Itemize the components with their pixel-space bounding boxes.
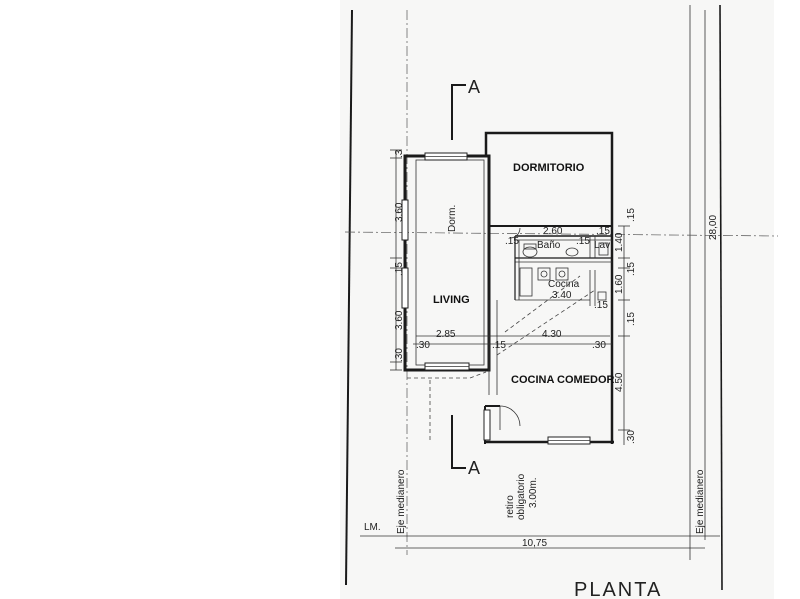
dim-total-width: 10,75 [522, 538, 547, 549]
planta-title: PLANTA [574, 579, 662, 599]
room-dorm-small: Dorm. [447, 205, 458, 232]
dim-right-450: 4.50 [614, 372, 625, 392]
dim-width-comedor: 4.30 [542, 329, 562, 340]
retiro-line-3: 3.00m. [528, 477, 539, 508]
lot-boundaries [344, 4, 779, 591]
room-lav: Lav [594, 240, 610, 251]
dim-cocina-340: 3.40 [552, 290, 572, 301]
dim-bano-wall-mid: .15 [576, 236, 590, 247]
room-bano: Baño [537, 240, 561, 251]
lm-label: LM. [364, 522, 381, 533]
section-a-top: A [468, 77, 480, 97]
room-cocina-comedor: COCINA COMEDOR [511, 374, 615, 386]
dim-cocina-15: .15 [594, 300, 608, 311]
dim-right-top: .15 [626, 208, 637, 222]
dim-right-15b: .15 [626, 262, 637, 276]
eje-medianero-left: Eje medianero [396, 469, 407, 534]
dim-top-thin: .3 [394, 149, 405, 158]
dim-left-mid: .15 [394, 262, 405, 276]
eje-medianero-right: Eje medianero [695, 469, 706, 534]
projection-lines [407, 275, 596, 440]
dim-right-160: 1.60 [614, 274, 625, 294]
doors [499, 227, 521, 430]
room-cocina: Cocina [548, 279, 580, 290]
dim-width-living: 2.85 [436, 329, 456, 340]
dim-bano-wall-top: .15 [596, 226, 610, 237]
dim-left-upper: 3.60 [394, 202, 405, 222]
bathroom-fixtures [522, 242, 609, 258]
dim-bano-width: 2.60 [543, 226, 563, 237]
dim-bano-wall-left: .15 [505, 236, 519, 247]
room-dormitorio: DORMITORIO [513, 162, 585, 174]
dim-wall-right: .30 [592, 340, 606, 351]
dim-left-lower: 3.60 [394, 310, 405, 330]
section-a-bottom: A [468, 458, 480, 478]
retiro-line-1: retiro [505, 495, 516, 518]
dim-wall-left: .30 [416, 340, 430, 351]
retiro-line-2: obligatorio [516, 473, 527, 520]
dim-right-15c: .15 [626, 312, 637, 326]
windows [401, 152, 591, 445]
dim-right-30: .30 [626, 430, 637, 444]
dim-wall-mid: .15 [492, 340, 506, 351]
kitchen-fixtures [519, 267, 607, 301]
room-living: LIVING [433, 294, 470, 306]
section-markers [451, 84, 466, 469]
dim-total-depth: 28,00 [708, 215, 719, 240]
dimension-lines [390, 10, 706, 540]
scan-sheet [340, 0, 774, 599]
dim-right-140: 1.40 [614, 232, 625, 252]
dim-left-bottom: .30 [394, 348, 405, 362]
